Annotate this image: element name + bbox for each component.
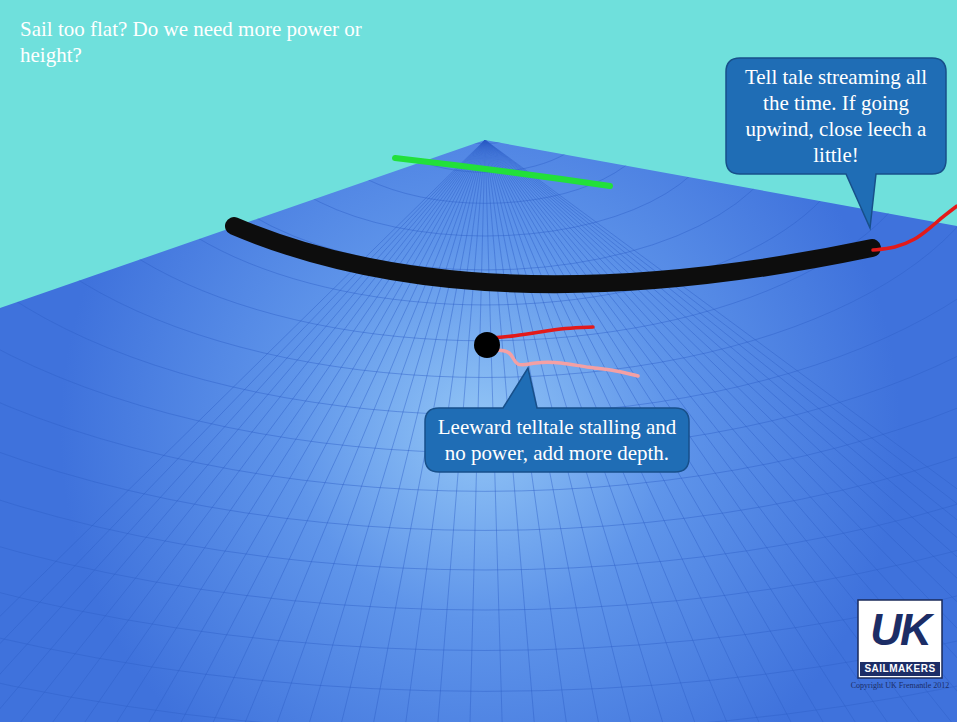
sail-surface [0, 140, 957, 722]
logo-box [858, 600, 942, 678]
callout-text: Tell tale streaming all the time. If goi… [736, 64, 936, 168]
telltales [490, 206, 957, 376]
telltale-dot [474, 332, 500, 358]
grid-arc [380, 68, 591, 173]
grid-arc [0, 0, 957, 415]
grid-line [75, 140, 485, 722]
grid-arc [0, 0, 957, 610]
logo-wordmark: SAILMAKERS [860, 662, 940, 676]
leeward-telltale [492, 350, 638, 376]
logo-mark: UK [864, 604, 936, 656]
grid-arc [0, 0, 957, 377]
draft-stripe [395, 158, 610, 186]
grid-arc [0, 0, 957, 570]
grid-arc [0, 0, 957, 650]
grid-arc [0, 0, 957, 530]
grid-arc [438, 96, 533, 143]
logo [858, 600, 942, 678]
callout-outline [425, 368, 689, 472]
callout-text: Leeward telltale stalling and no power, … [435, 414, 679, 466]
grid-arc [0, 0, 957, 491]
sail-section [234, 226, 872, 284]
grid-arc [317, 37, 653, 204]
grid-arc [0, 0, 957, 691]
copyright-note: Copyright UK Fremantle 2012 [846, 680, 954, 691]
callout-box: Leeward telltale stalling and no power, … [425, 408, 689, 472]
callout-outline [726, 58, 946, 228]
callout-box: Tell tale streaming all the time. If goi… [726, 58, 946, 174]
leech-telltale [873, 206, 957, 250]
slide-title: Sail too flat? Do we need more power or … [20, 16, 400, 68]
grid-arc [0, 0, 957, 453]
windward-telltale [490, 327, 593, 338]
logo-bar [860, 662, 940, 676]
